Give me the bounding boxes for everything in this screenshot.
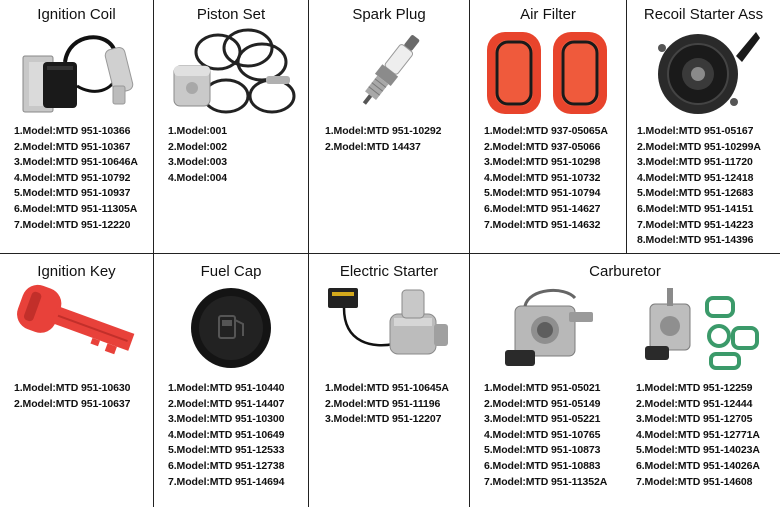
cell-recoil-starter: Recoil Starter Ass 1.Model:MTD 951-05167… xyxy=(627,0,780,253)
model-item: 2.Model:MTD 951-10367 xyxy=(14,140,131,153)
product-title: Electric Starter xyxy=(339,263,439,280)
model-item: 2.Model:MTD 951-14407 xyxy=(168,397,285,410)
model-item: 6.Model:MTD 951-12738 xyxy=(168,459,285,472)
model-item: 7.Model:MTD 951-14632 xyxy=(484,218,601,231)
product-title: Air Filter xyxy=(520,6,576,23)
model-item: 2.Model:MTD 937-05066 xyxy=(484,140,601,153)
model-item: 1.Model:MTD 951-10630 xyxy=(14,382,131,394)
model-item: 2.Model:MTD 14437 xyxy=(325,140,421,153)
model-item: 4.Model:MTD 951-10649 xyxy=(168,428,285,441)
model-list: 1.Model:MTD 951-10645A 2.Model:MTD 951-1… xyxy=(325,381,449,428)
model-item: 1.Model:MTD 951-10292 xyxy=(325,125,442,137)
model-item: 2.Model:MTD 951-05149 xyxy=(484,397,601,410)
model-item: 5.Model:MTD 951-12683 xyxy=(637,187,754,200)
model-list-left: 1.Model:MTD 951-05021 2.Model:MTD 951-05… xyxy=(484,381,607,490)
model-item: 1.Model:MTD 951-10645A xyxy=(325,382,449,394)
model-item: 1.Model:MTD 951-05167 xyxy=(637,125,754,137)
model-item: 7.Model:MTD 951-14608 xyxy=(636,475,753,488)
model-item: 4.Model:MTD 951-12418 xyxy=(637,171,754,184)
model-item: 1.Model:MTD 951-10440 xyxy=(168,382,285,394)
model-list: 1.Model:MTD 951-10292 2.Model:MTD 14437 xyxy=(325,124,441,155)
model-item: 3.Model:MTD 951-12207 xyxy=(325,413,442,426)
model-item: 2.Model:002 xyxy=(168,140,228,153)
model-item: 6.Model:MTD 951-14151 xyxy=(637,202,754,215)
model-list: 1.Model:001 2.Model:002 3.Model:003 4.Mo… xyxy=(168,124,227,186)
model-item: 5.Model:MTD 951-10937 xyxy=(14,187,131,200)
model-item: 1.Model:MTD 951-10366 xyxy=(14,125,131,137)
ignition-coil-icon xyxy=(22,35,133,113)
model-item: 3.Model:MTD 951-10646A xyxy=(14,156,138,169)
product-title: Carburetor xyxy=(589,263,661,280)
fuel-cap-icon xyxy=(191,288,271,368)
model-item: 3.Model:MTD 951-12705 xyxy=(636,413,753,426)
model-list: 1.Model:MTD 951-05167 2.Model:MTD 951-10… xyxy=(637,124,761,249)
model-item: 6.Model:MTD 951-14026A xyxy=(636,459,760,472)
model-item: 1.Model:MTD 951-05021 xyxy=(484,382,601,394)
model-item: 4.Model:MTD 951-12771A xyxy=(636,428,760,441)
bottom-row: Ignition Key 1.Model:MTD 951-10630 2.Mod… xyxy=(0,253,780,507)
model-item: 1.Model:MTD 937-05065A xyxy=(484,125,608,137)
cell-carburetor: Carburetor 1.Model xyxy=(470,254,780,507)
model-item: 5.Model:MTD 951-14023A xyxy=(636,444,760,457)
cell-electric-starter: Electric Starter 1.Model:MTD 951-10645A … xyxy=(309,254,470,507)
model-item: 5.Model:MTD 951-12533 xyxy=(168,444,285,457)
model-item: 6.Model:MTD 951-10883 xyxy=(484,459,601,472)
air-filter-icon xyxy=(487,32,607,114)
model-item: 5.Model:MTD 951-10794 xyxy=(484,187,601,200)
cell-ignition-key: Ignition Key 1.Model:MTD 951-10630 2.Mod… xyxy=(0,254,154,507)
spark-plug-icon xyxy=(362,35,420,105)
model-item: 3.Model:MTD 951-10298 xyxy=(484,156,601,169)
model-item: 4.Model:MTD 951-10765 xyxy=(484,428,601,441)
piston-set-icon xyxy=(173,28,296,114)
ignition-key-icon xyxy=(16,284,134,355)
cell-spark-plug: Spark Plug 1.Model:MTD 951-10292 2.Model… xyxy=(309,0,470,253)
model-item: 8.Model:MTD 951-14396 xyxy=(637,234,754,247)
product-title: Piston Set xyxy=(196,6,266,23)
model-item: 4.Model:MTD 951-10792 xyxy=(14,171,131,184)
cell-air-filter: Air Filter 1.Model:MTD 937-05065A 2.Mode… xyxy=(470,0,627,253)
model-item: 3.Model:MTD 951-10300 xyxy=(168,413,285,426)
model-item: 6.Model:MTD 951-14627 xyxy=(484,202,601,215)
cell-fuel-cap: Fuel Cap 1.Model:MTD 951-10440 2.Model:M… xyxy=(154,254,309,507)
electric-starter-icon xyxy=(328,288,448,355)
model-item: 3.Model:MTD 951-11720 xyxy=(637,156,753,169)
model-item: 6.Model:MTD 951-11305A xyxy=(14,202,138,215)
model-item: 3.Model:003 xyxy=(168,156,228,169)
cell-piston-set: Piston Set 1.Model:001 2.Model:002 3.Mod… xyxy=(154,0,309,253)
model-item: 1.Model:001 xyxy=(168,125,228,137)
model-item: 7.Model:MTD 951-14223 xyxy=(637,218,754,231)
model-item: 4.Model:004 xyxy=(168,171,228,184)
product-title: Ignition Key xyxy=(37,263,116,280)
model-list: 1.Model:MTD 937-05065A 2.Model:MTD 937-0… xyxy=(484,124,608,233)
recoil-starter-icon xyxy=(657,32,760,114)
model-item: 2.Model:MTD 951-11196 xyxy=(325,397,441,410)
model-item: 7.Model:MTD 951-12220 xyxy=(14,218,131,231)
product-title: Spark Plug xyxy=(352,6,426,23)
model-item: 2.Model:MTD 951-10637 xyxy=(14,397,131,410)
model-list: 1.Model:MTD 951-10440 2.Model:MTD 951-14… xyxy=(168,381,284,490)
top-row: Ignition Coil 1.Model:MTD 951-10366 2.Mo… xyxy=(0,0,780,253)
model-item: 1.Model:MTD 951-12259 xyxy=(636,382,753,394)
model-item: 2.Model:MTD 951-10299A xyxy=(637,140,761,153)
model-list: 1.Model:MTD 951-10630 2.Model:MTD 951-10… xyxy=(14,381,130,412)
model-item: 5.Model:MTD 951-10873 xyxy=(484,444,601,457)
cell-ignition-coil: Ignition Coil 1.Model:MTD 951-10366 2.Mo… xyxy=(0,0,154,253)
model-item: 4.Model:MTD 951-10732 xyxy=(484,171,601,184)
model-item: 7.Model:MTD 951-14694 xyxy=(168,475,285,488)
model-item: 2.Model:MTD 951-12444 xyxy=(636,397,753,410)
model-item: 3.Model:MTD 951-05221 xyxy=(484,413,601,426)
carburetor-icon xyxy=(505,288,759,370)
model-item: 7.Model:MTD 951-11352A xyxy=(484,475,608,488)
model-list-right: 1.Model:MTD 951-12259 2.Model:MTD 951-12… xyxy=(636,381,760,490)
product-title: Recoil Starter Ass xyxy=(643,6,764,23)
product-title: Ignition Coil xyxy=(37,6,116,23)
product-title: Fuel Cap xyxy=(200,263,262,280)
model-list: 1.Model:MTD 951-10366 2.Model:MTD 951-10… xyxy=(14,124,138,233)
